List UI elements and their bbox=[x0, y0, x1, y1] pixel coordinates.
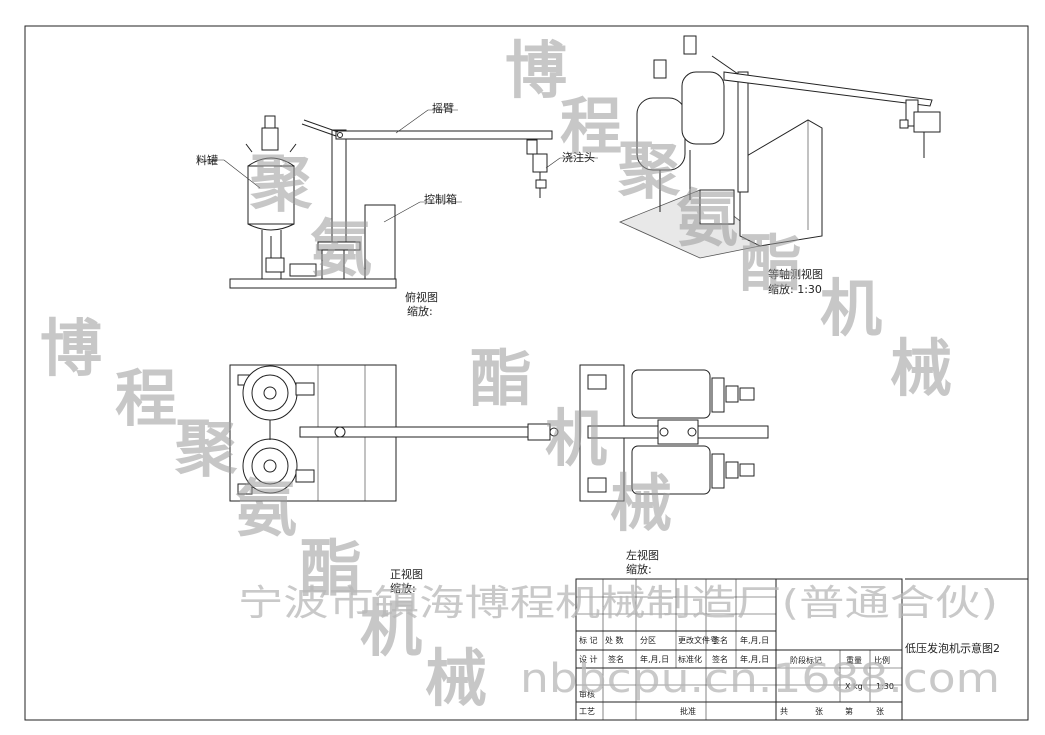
tb-approve: 批准 bbox=[680, 706, 696, 716]
svg-text:程: 程 bbox=[115, 362, 177, 435]
tb-design-1: 设 计 bbox=[579, 654, 598, 664]
svg-text:酯: 酯 bbox=[740, 227, 802, 300]
label-front-view: 正视图 bbox=[390, 567, 423, 581]
elevation-view bbox=[197, 109, 598, 289]
label-control-box: 控制箱 bbox=[424, 192, 457, 206]
svg-text:程: 程 bbox=[560, 90, 622, 163]
svg-text:氨: 氨 bbox=[235, 472, 297, 545]
tb-ratio-value: 1:30 bbox=[876, 682, 894, 691]
tb-weight-value: X kg bbox=[845, 682, 863, 691]
label-left-view-scale: 缩放: bbox=[626, 562, 652, 576]
label-iso-view: 等轴测视图 bbox=[768, 267, 823, 281]
tb-mark-1: 标 记 bbox=[579, 635, 598, 645]
tb-process: 工艺 bbox=[579, 707, 595, 716]
svg-text:博: 博 bbox=[40, 312, 102, 385]
tb-design-6: 年,月,日 bbox=[740, 654, 769, 664]
tb-weight: 重量 bbox=[846, 655, 862, 665]
svg-text:酯: 酯 bbox=[470, 342, 532, 415]
tb-drawing-title: 低压发泡机示意图2 bbox=[905, 641, 1000, 655]
svg-text:聚: 聚 bbox=[249, 147, 313, 220]
svg-text:酯: 酯 bbox=[300, 532, 362, 605]
title-block bbox=[575, 578, 903, 721]
tb-sheets-unit-2: 张 bbox=[876, 707, 884, 716]
watermark-diagonal-left: 博 程 聚 氨 酯 机 械 bbox=[40, 312, 487, 715]
plan-view bbox=[229, 364, 559, 502]
label-swing-arm: 摇臂 bbox=[432, 101, 454, 115]
tb-mark-2: 处 数 bbox=[605, 635, 624, 645]
tb-mark-4: 更改文件号 bbox=[678, 635, 718, 645]
svg-text:械: 械 bbox=[425, 642, 487, 715]
tb-design-3: 年,月,日 bbox=[640, 654, 669, 664]
svg-text:聚: 聚 bbox=[617, 134, 681, 207]
tb-sheets-index: 第 bbox=[845, 706, 853, 716]
drawing-border bbox=[24, 25, 1029, 721]
label-top-view-scale: 缩放: bbox=[407, 304, 433, 318]
tb-mark-6: 年,月,日 bbox=[740, 635, 769, 645]
label-left-view: 左视图 bbox=[626, 548, 659, 562]
svg-text:博: 博 bbox=[505, 34, 567, 107]
tb-design-2: 签名 bbox=[608, 654, 624, 664]
svg-text:机: 机 bbox=[360, 592, 422, 665]
svg-text:氨: 氨 bbox=[676, 182, 738, 255]
label-pour-head: 浇注头 bbox=[562, 150, 595, 164]
tb-design-4: 标准化 bbox=[678, 654, 702, 664]
watermark-company: 宁波市镇海博程机械制造厂(普通合伙) bbox=[238, 583, 998, 624]
tb-mark-3: 分区 bbox=[640, 636, 656, 645]
label-top-view: 俯视图 bbox=[405, 290, 438, 304]
tb-sheets-unit-1: 张 bbox=[815, 707, 823, 716]
tb-stage-mark: 阶段标记 bbox=[790, 655, 822, 665]
svg-text:机: 机 bbox=[820, 272, 882, 345]
side-view bbox=[579, 364, 769, 502]
watermark-url: nbbcpu.cn.1688.com bbox=[520, 656, 1000, 702]
svg-text:械: 械 bbox=[890, 332, 952, 405]
tb-sheets-total: 共 bbox=[780, 707, 788, 716]
label-material-tank: 料罐 bbox=[196, 153, 218, 167]
label-front-view-scale: 缩放: bbox=[390, 581, 416, 595]
tb-mark-5: 签名 bbox=[712, 635, 728, 645]
watermark-diagonal-top: 博 程 聚 氨 酯 机 械 bbox=[505, 34, 952, 405]
tb-design-5: 签名 bbox=[712, 654, 728, 664]
watermark-diagonal-mid: 聚 氨 酯 机 械 bbox=[249, 147, 672, 540]
svg-text:聚: 聚 bbox=[174, 412, 238, 485]
svg-text:械: 械 bbox=[610, 467, 672, 540]
svg-text:氨: 氨 bbox=[310, 212, 372, 285]
label-iso-scale: 缩放: 1:30 bbox=[768, 282, 822, 296]
isometric-view bbox=[618, 35, 941, 259]
tb-ratio: 比例 bbox=[874, 655, 890, 665]
tb-review: 审核 bbox=[579, 689, 595, 699]
svg-text:机: 机 bbox=[545, 402, 607, 475]
